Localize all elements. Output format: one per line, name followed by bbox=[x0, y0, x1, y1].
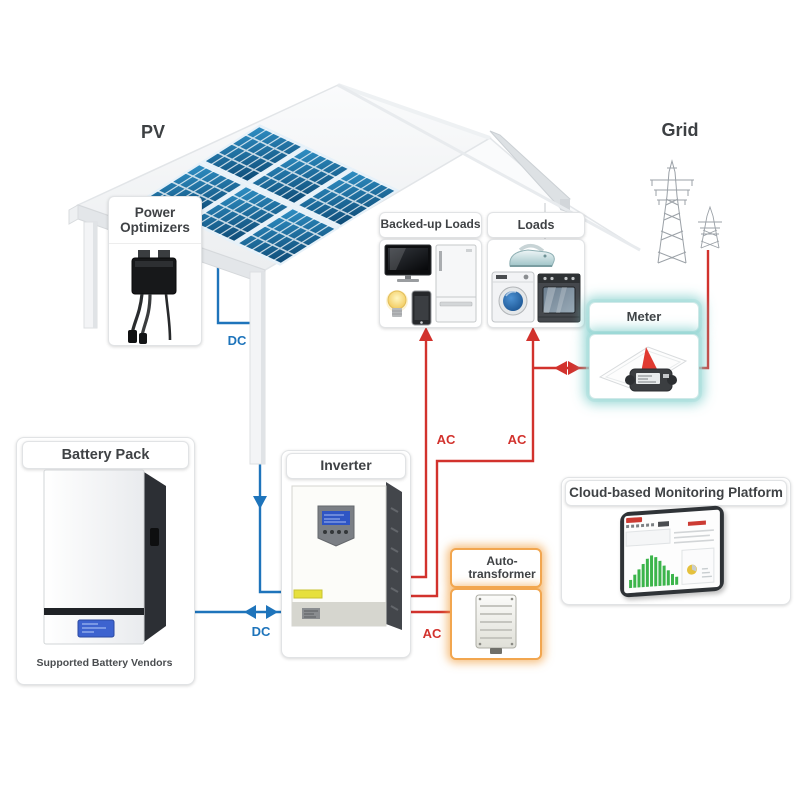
inverter-label: Inverter bbox=[320, 457, 372, 474]
iron-icon bbox=[509, 244, 555, 267]
auto-transformer-label-box: Auto-transformer bbox=[450, 548, 542, 588]
washing-machine-icon bbox=[491, 271, 535, 323]
loads-label-box: Loads bbox=[487, 212, 585, 238]
light-bulb-icon bbox=[386, 290, 408, 317]
ac-arrowheads bbox=[419, 327, 581, 375]
dc-arrowheads bbox=[244, 496, 278, 619]
auto-transformer-box bbox=[450, 588, 542, 660]
energy-meter-icon bbox=[598, 346, 688, 392]
refrigerator-icon bbox=[435, 244, 477, 323]
loads-label: Loads bbox=[517, 218, 555, 232]
monitoring-label-box: Cloud-based Monitoring Platform bbox=[565, 480, 787, 506]
battery-pack-label: Battery Pack bbox=[61, 446, 150, 463]
meter-label: Meter bbox=[626, 308, 662, 324]
power-optimizers-label: Power Optimizers bbox=[109, 197, 201, 244]
battery-dc-label: DC bbox=[251, 624, 271, 639]
backed-up-loads-label-box: Backed-up Loads bbox=[379, 212, 482, 238]
tv-icon bbox=[384, 244, 432, 282]
backed-up-ac-label: AC bbox=[436, 432, 456, 447]
smartphone-icon bbox=[411, 290, 432, 326]
battery-caption: Supported Battery Vendors bbox=[36, 657, 173, 669]
inverter-label-box: Inverter bbox=[286, 453, 406, 479]
optimizer-module-icon bbox=[128, 250, 177, 344]
meter-label-box: Meter bbox=[589, 302, 699, 332]
meter-box bbox=[589, 334, 699, 399]
monitoring-label: Cloud-based Monitoring Platform bbox=[569, 485, 783, 501]
pv-dc-label: DC bbox=[227, 333, 247, 348]
loads-box bbox=[487, 239, 585, 328]
auto-transformer-unit-icon bbox=[475, 594, 517, 654]
dc-wires bbox=[193, 240, 281, 614]
oven-icon bbox=[537, 273, 581, 323]
tablet-dashboard-icon bbox=[620, 505, 724, 598]
hybrid-inverter-icon bbox=[291, 482, 402, 630]
pv-label: PV bbox=[140, 122, 165, 142]
transformer-ac-label: AC bbox=[422, 626, 442, 641]
backed-up-loads-box bbox=[379, 239, 482, 328]
loads-ac-label: AC bbox=[507, 432, 527, 447]
backed-up-loads-label: Backed-up Loads bbox=[380, 217, 481, 232]
wall-battery-icon bbox=[43, 469, 166, 645]
auto-transformer-label: Auto-transformer bbox=[468, 553, 536, 581]
grid-label: Grid bbox=[661, 120, 699, 140]
battery-pack-label-box: Battery Pack bbox=[22, 441, 189, 469]
